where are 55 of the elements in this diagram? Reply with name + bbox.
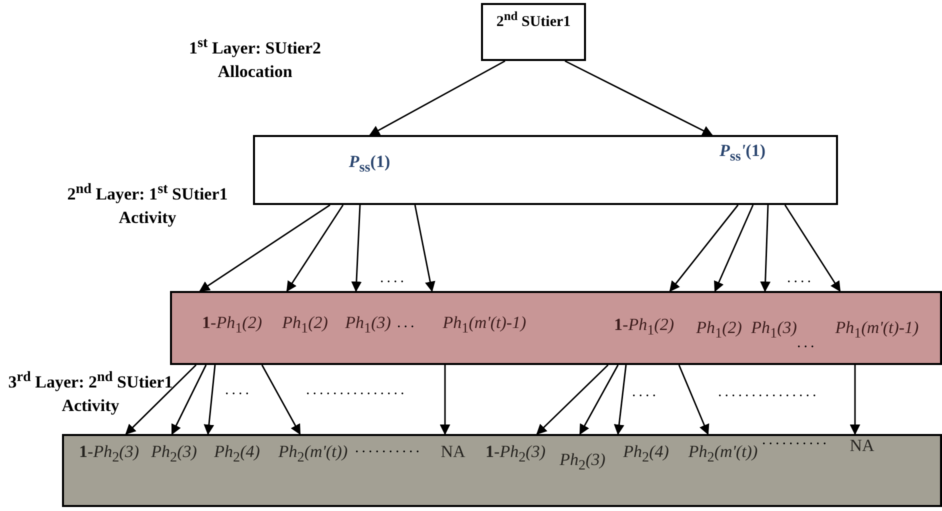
arrow <box>204 364 216 436</box>
arrow <box>614 364 627 436</box>
arrow <box>784 204 841 292</box>
probability-term: 1-Ph$_{2}$(3) <box>482 436 549 509</box>
probability-term: 1-Ph$_{2}$(3) <box>76 436 142 509</box>
arrow <box>579 364 619 435</box>
ellipsis-dots: ............... <box>306 382 408 399</box>
arrow <box>171 364 207 435</box>
probability-term: Ph$_{2}$(4) <box>616 436 676 509</box>
probability-term: Ph$_{1}$(3) <box>338 293 398 367</box>
arrow <box>261 364 301 435</box>
probability-term: Ph$_{2}$(4) <box>207 436 267 509</box>
ellipsis-dots: .... <box>380 270 408 287</box>
arrow <box>351 204 362 292</box>
arrow <box>369 60 506 136</box>
layer-caption: 3$^{rd}$ Layer: 2$^{nd}$ SUtier1 Activity <box>8 368 173 417</box>
arrow <box>564 60 713 136</box>
arrow <box>714 204 754 292</box>
probability-term: NA <box>844 436 880 509</box>
probability-term: P$_{ss}$(1) <box>307 137 432 207</box>
ellipsis-dots: .... <box>225 382 253 399</box>
layer-band <box>170 291 942 365</box>
arrow <box>440 365 450 436</box>
probability-term: Ph$_{1}$(2) <box>690 293 748 367</box>
probability-term: Ph$_{2}$(3) <box>551 436 614 509</box>
arrow <box>125 364 197 435</box>
layer-band <box>253 135 838 205</box>
process-box: 2$^{nd}$ SUtier1 <box>481 3 586 61</box>
probability-term: Ph$_{1}$(2) <box>275 293 335 367</box>
ellipsis-dots: ... <box>397 315 418 332</box>
probability-term: 1-Ph$_{1}$(2) <box>605 293 683 367</box>
ellipsis-dots: .......... <box>355 440 424 457</box>
arrow <box>760 204 771 292</box>
arrow <box>414 204 436 292</box>
arrow <box>678 364 710 435</box>
ellipsis-dots: .... <box>787 270 815 287</box>
probability-term: Ph$_{1}$(3) <box>750 293 798 367</box>
probability-term: Ph$_{2}$(m'(t)) <box>682 436 764 509</box>
ellipsis-dots: ............... <box>718 384 820 401</box>
arrow <box>536 364 609 435</box>
layer-caption: 2$^{nd}$ Layer: 1$^{st}$ SUtier1 Activity <box>66 180 229 229</box>
probability-term: Ph$_{2}$(3) <box>143 436 205 509</box>
arrow <box>286 204 344 292</box>
arrow <box>199 204 330 292</box>
probability-term: Ph$_{2}$(m'(t)) <box>272 436 354 509</box>
probability-term: NA <box>436 436 470 509</box>
probability-term: Ph$_{1}$(m'(t)-1) <box>422 293 547 367</box>
probability-term: P$_{ss}$'(1) <box>690 137 795 207</box>
layer-caption: 1$^{st}$ Layer: SUtier2 Allocation <box>188 34 322 83</box>
arrow <box>850 365 860 436</box>
probability-term: 1-Ph$_{1}$(2) <box>194 293 270 367</box>
ellipsis-dots: .... <box>632 384 660 401</box>
ellipsis-dots: .......... <box>762 432 830 449</box>
arrow <box>669 204 739 292</box>
layer-band <box>62 434 942 507</box>
